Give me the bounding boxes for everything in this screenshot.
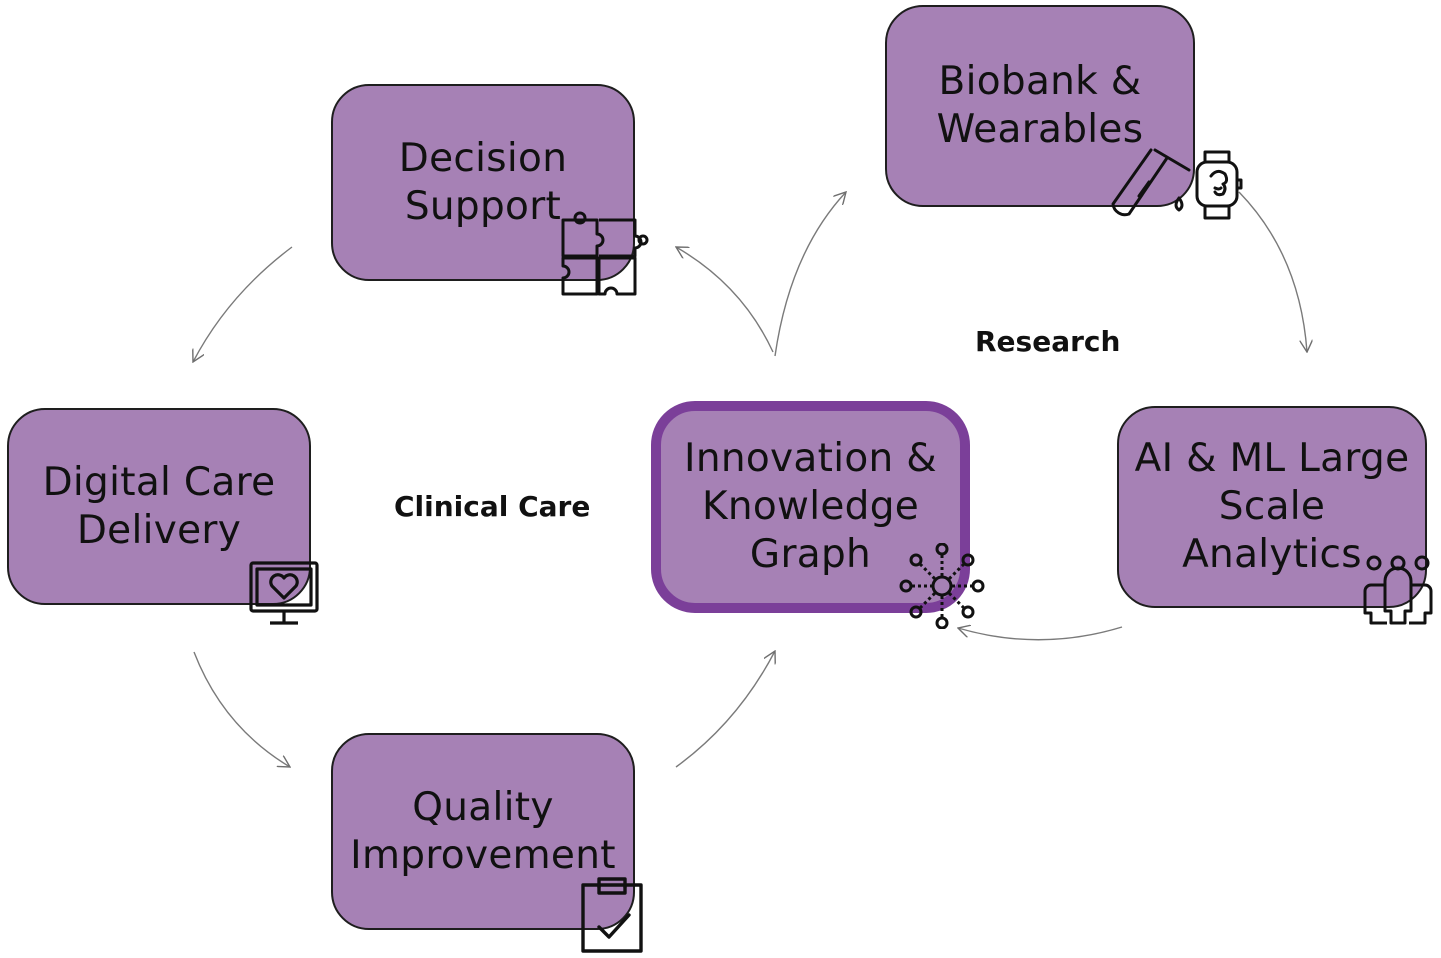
puzzle-icon: [561, 211, 649, 296]
group-label-clinical-care: Clinical Care: [394, 490, 591, 523]
monitor-heart-icon: [249, 561, 319, 625]
test-tube-smartwatch-icon: [1111, 148, 1243, 220]
node-label-digital-care-delivery: Digital Care Delivery: [42, 459, 276, 553]
arrow-innovation-to-decision: [676, 247, 774, 353]
clipboard-check-icon: [581, 877, 643, 953]
arrow-digital-to-quality: [193, 651, 290, 767]
arrow-decision-to-digital: [193, 246, 293, 362]
group-label-research: Research: [975, 325, 1121, 358]
node-label-biobank-wearables: Biobank & Wearables: [936, 59, 1144, 152]
arrow-quality-to-innovation: [675, 651, 775, 768]
node-decision-support: Decision Support: [331, 84, 635, 281]
node-digital-care-delivery: Digital Care Delivery: [7, 408, 311, 605]
node-quality-improvement: Quality Improvement: [331, 733, 635, 930]
node-label-decision-support: Decision Support: [398, 135, 568, 229]
arrow-innovation-to-biobank: [774, 192, 846, 357]
arrow-ai-to-innovation: [958, 627, 1123, 641]
network-hub-icon: [899, 543, 985, 629]
people-group-icon: [1363, 555, 1433, 625]
node-label-quality-improvement: Quality Improvement: [350, 784, 616, 878]
node-label-ai-ml-analytics: AI & ML Large Scale Analytics: [1134, 436, 1410, 577]
arrow-biobank-to-ai: [1238, 191, 1307, 352]
node-biobank-wearables: Biobank & Wearables: [885, 5, 1195, 207]
node-ai-ml-analytics: AI & ML Large Scale Analytics: [1117, 406, 1427, 608]
node-innovation-knowledge-graph: Innovation & Knowledge Graph: [651, 401, 970, 613]
node-label-innovation-knowledge-graph: Innovation & Knowledge Graph: [684, 436, 937, 577]
